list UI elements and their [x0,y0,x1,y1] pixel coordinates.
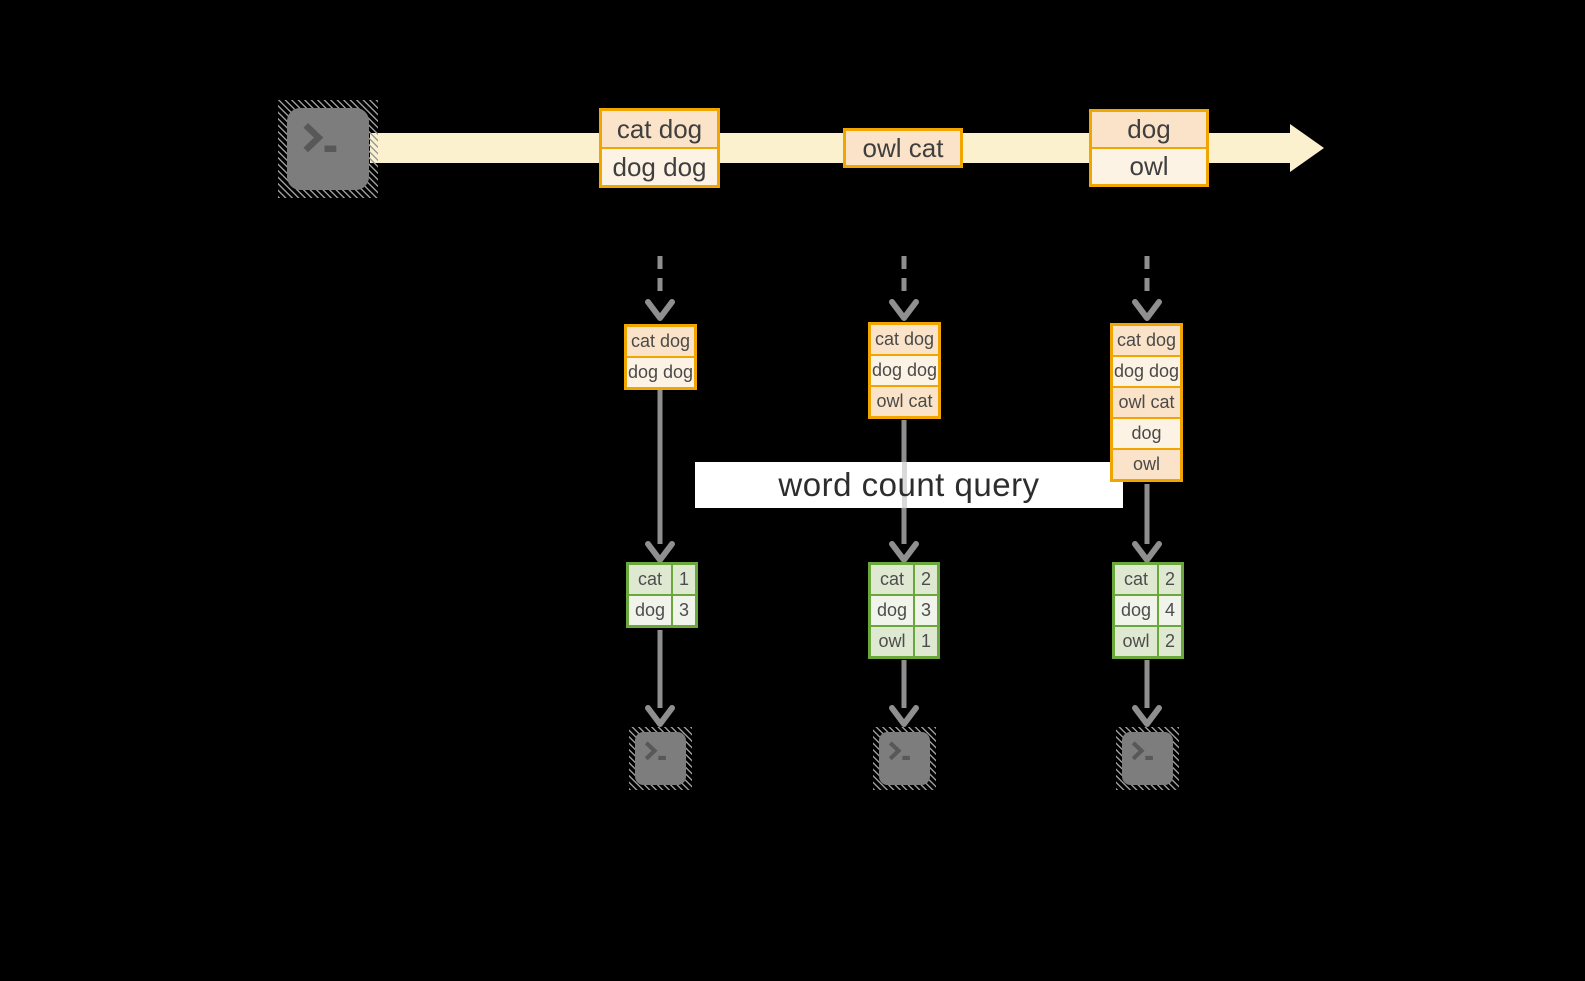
terminal-sink-icon-3 [1116,727,1179,790]
query-banner-label: word count query [778,466,1040,503]
count-value: 1 [673,565,695,594]
count-value: 2 [1159,627,1181,656]
count-table-2: cat 2 dog 3 owl 1 [868,562,940,659]
buffer-cell: dog dog [1113,357,1180,386]
query-arrow-1-head [645,541,675,563]
buffer-box-2: cat dog dog dog owl cat [868,322,941,419]
buffer-cell: dog dog [871,356,938,385]
count-table-3: cat 2 dog 4 owl 2 [1112,562,1184,659]
terminal-sink-icon-2 [873,727,936,790]
sink-arrow-1-head [645,705,675,727]
count-value: 2 [1159,565,1181,594]
dashed-arrow-1-head [645,299,675,321]
terminal-sink-icon-1 [629,727,692,790]
count-value: 2 [915,565,937,594]
count-word: cat [629,565,671,594]
query-arrow-overlay [902,462,907,508]
buffer-cell: cat dog [871,325,938,354]
event-cell: dog [1092,112,1206,147]
count-value: 1 [915,627,937,656]
stream-event-box-1: cat dog dog dog [599,108,720,188]
count-word: cat [871,565,913,594]
buffer-cell: cat dog [1113,326,1180,355]
terminal-prompt-icon [303,122,337,153]
query-banner: word count query [695,462,1123,508]
buffer-box-3: cat dog dog dog owl cat dog owl [1110,323,1183,482]
event-cell: owl [1092,149,1206,184]
count-value: 3 [673,596,695,625]
buffer-cell: cat dog [627,327,694,356]
terminal-prompt-icon [644,741,666,761]
dashed-arrow-3-head [1132,299,1162,321]
dashed-arrow-2-head [889,299,919,321]
terminal-prompt-icon [888,741,910,761]
count-value: 4 [1159,596,1181,625]
count-word: owl [1115,627,1157,656]
buffer-cell: dog [1113,419,1180,448]
terminal-prompt-icon [1131,741,1153,761]
sink-arrow-3-head [1132,705,1162,727]
count-word: cat [1115,565,1157,594]
terminal-source-icon [278,100,378,198]
buffer-cell: dog dog [627,358,694,387]
query-arrow-2-head [889,541,919,563]
buffer-box-1: cat dog dog dog [624,324,697,390]
event-cell: dog dog [602,149,717,185]
count-word: dog [871,596,913,625]
query-arrow-3-head [1132,541,1162,563]
buffer-cell: owl cat [871,387,938,416]
count-word: dog [629,596,671,625]
count-word: dog [1115,596,1157,625]
count-value: 3 [915,596,937,625]
buffer-cell: owl [1113,450,1180,479]
sink-arrow-2-head [889,705,919,727]
buffer-cell: owl cat [1113,388,1180,417]
stream-arrowhead [1290,124,1324,172]
count-table-1: cat 1 dog 3 [626,562,698,628]
stream-event-box-3: dog owl [1089,109,1209,187]
event-cell: cat dog [602,111,717,147]
count-word: owl [871,627,913,656]
event-cell: owl cat [846,131,960,165]
stream-event-box-2: owl cat [843,128,963,168]
